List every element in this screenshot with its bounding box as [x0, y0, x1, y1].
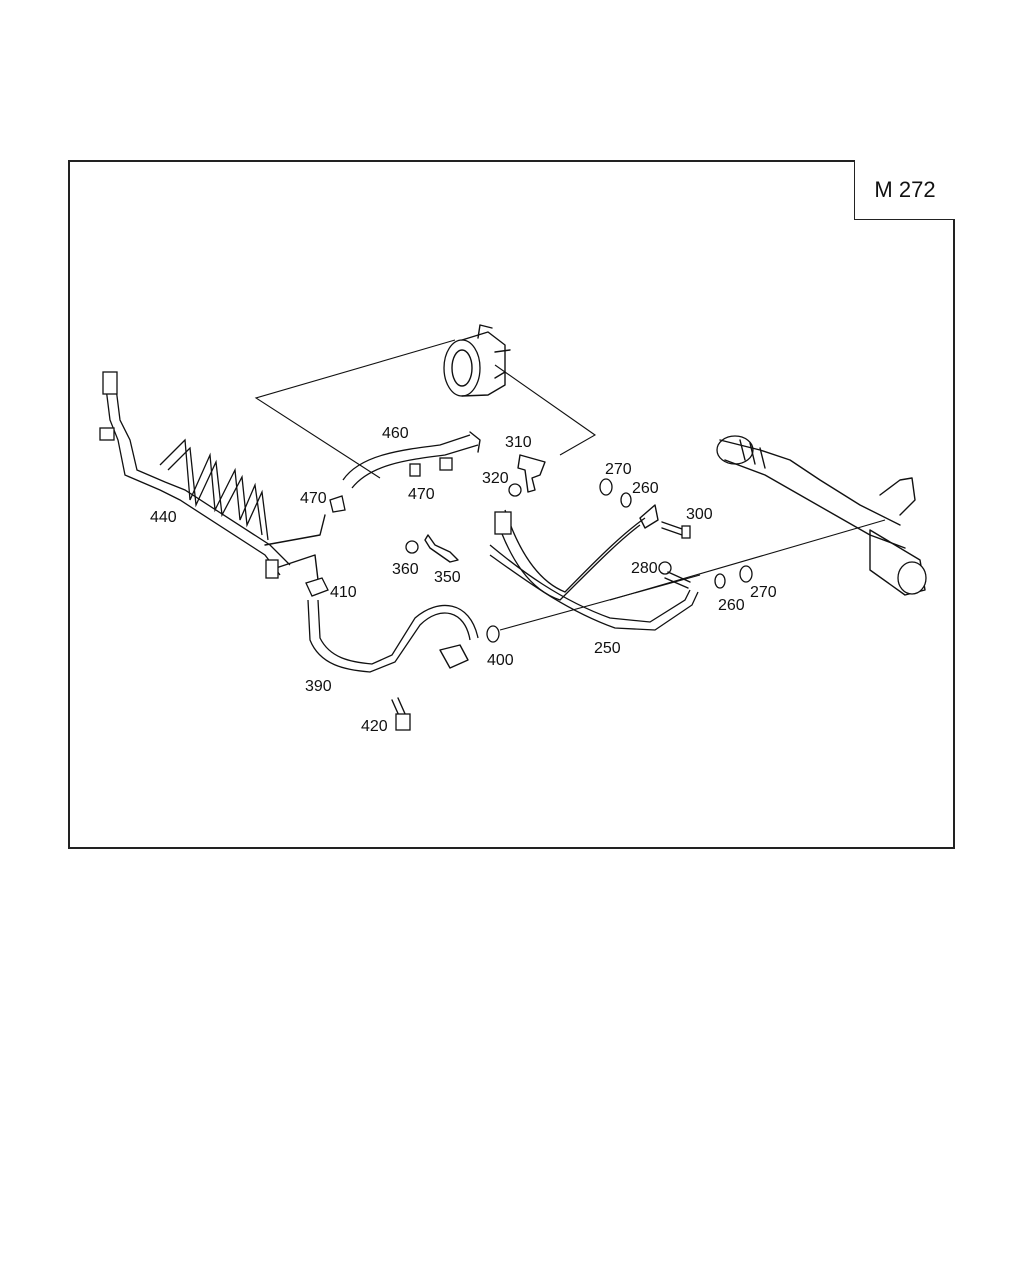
- diagram-frame: [68, 160, 955, 849]
- nut-360: [405, 540, 419, 554]
- label-320: 320: [482, 470, 509, 487]
- pump-leader-lines: [254, 339, 886, 631]
- steering-rack: [716, 435, 927, 596]
- label-400: 400: [487, 652, 514, 669]
- label-440: 440: [150, 509, 177, 526]
- part-number-labels: 460 470 470 310 320 270 260 300 440 360 …: [150, 425, 777, 735]
- return-line: [307, 599, 479, 673]
- label-360: 360: [392, 561, 419, 578]
- label-260-upper: 260: [632, 480, 659, 497]
- seal-rings-lower: [714, 565, 753, 589]
- label-460: 460: [382, 425, 409, 442]
- label-310: 310: [505, 434, 532, 451]
- label-280: 280: [631, 560, 658, 577]
- bracket-310: [517, 454, 546, 493]
- bolt-280: [658, 561, 691, 589]
- label-250: 250: [594, 640, 621, 657]
- clamp-410: [305, 577, 329, 597]
- label-260-lower: 260: [718, 597, 745, 614]
- model-label: M 272: [854, 160, 955, 220]
- label-470-left: 470: [300, 490, 327, 507]
- power-steering-pump: [443, 324, 511, 397]
- label-270-upper: 270: [605, 461, 632, 478]
- seal-ring-400: [486, 625, 500, 643]
- bolt-420: [391, 697, 411, 731]
- bracket-350: [424, 534, 459, 563]
- seal-rings-upper: [599, 478, 632, 508]
- banjo-bolt-300: [661, 521, 691, 539]
- hose-clamps: [329, 457, 453, 513]
- label-300: 300: [686, 506, 713, 523]
- label-470-right: 470: [408, 486, 435, 503]
- pressure-hose: [489, 504, 699, 631]
- label-420: 420: [361, 718, 388, 735]
- label-270-lower: 270: [750, 584, 777, 601]
- return-hose: [342, 431, 481, 489]
- oil-cooler-coil: [99, 371, 326, 581]
- label-350: 350: [434, 569, 461, 586]
- label-410: 410: [330, 584, 357, 601]
- nut-320: [508, 483, 522, 497]
- label-390: 390: [305, 678, 332, 695]
